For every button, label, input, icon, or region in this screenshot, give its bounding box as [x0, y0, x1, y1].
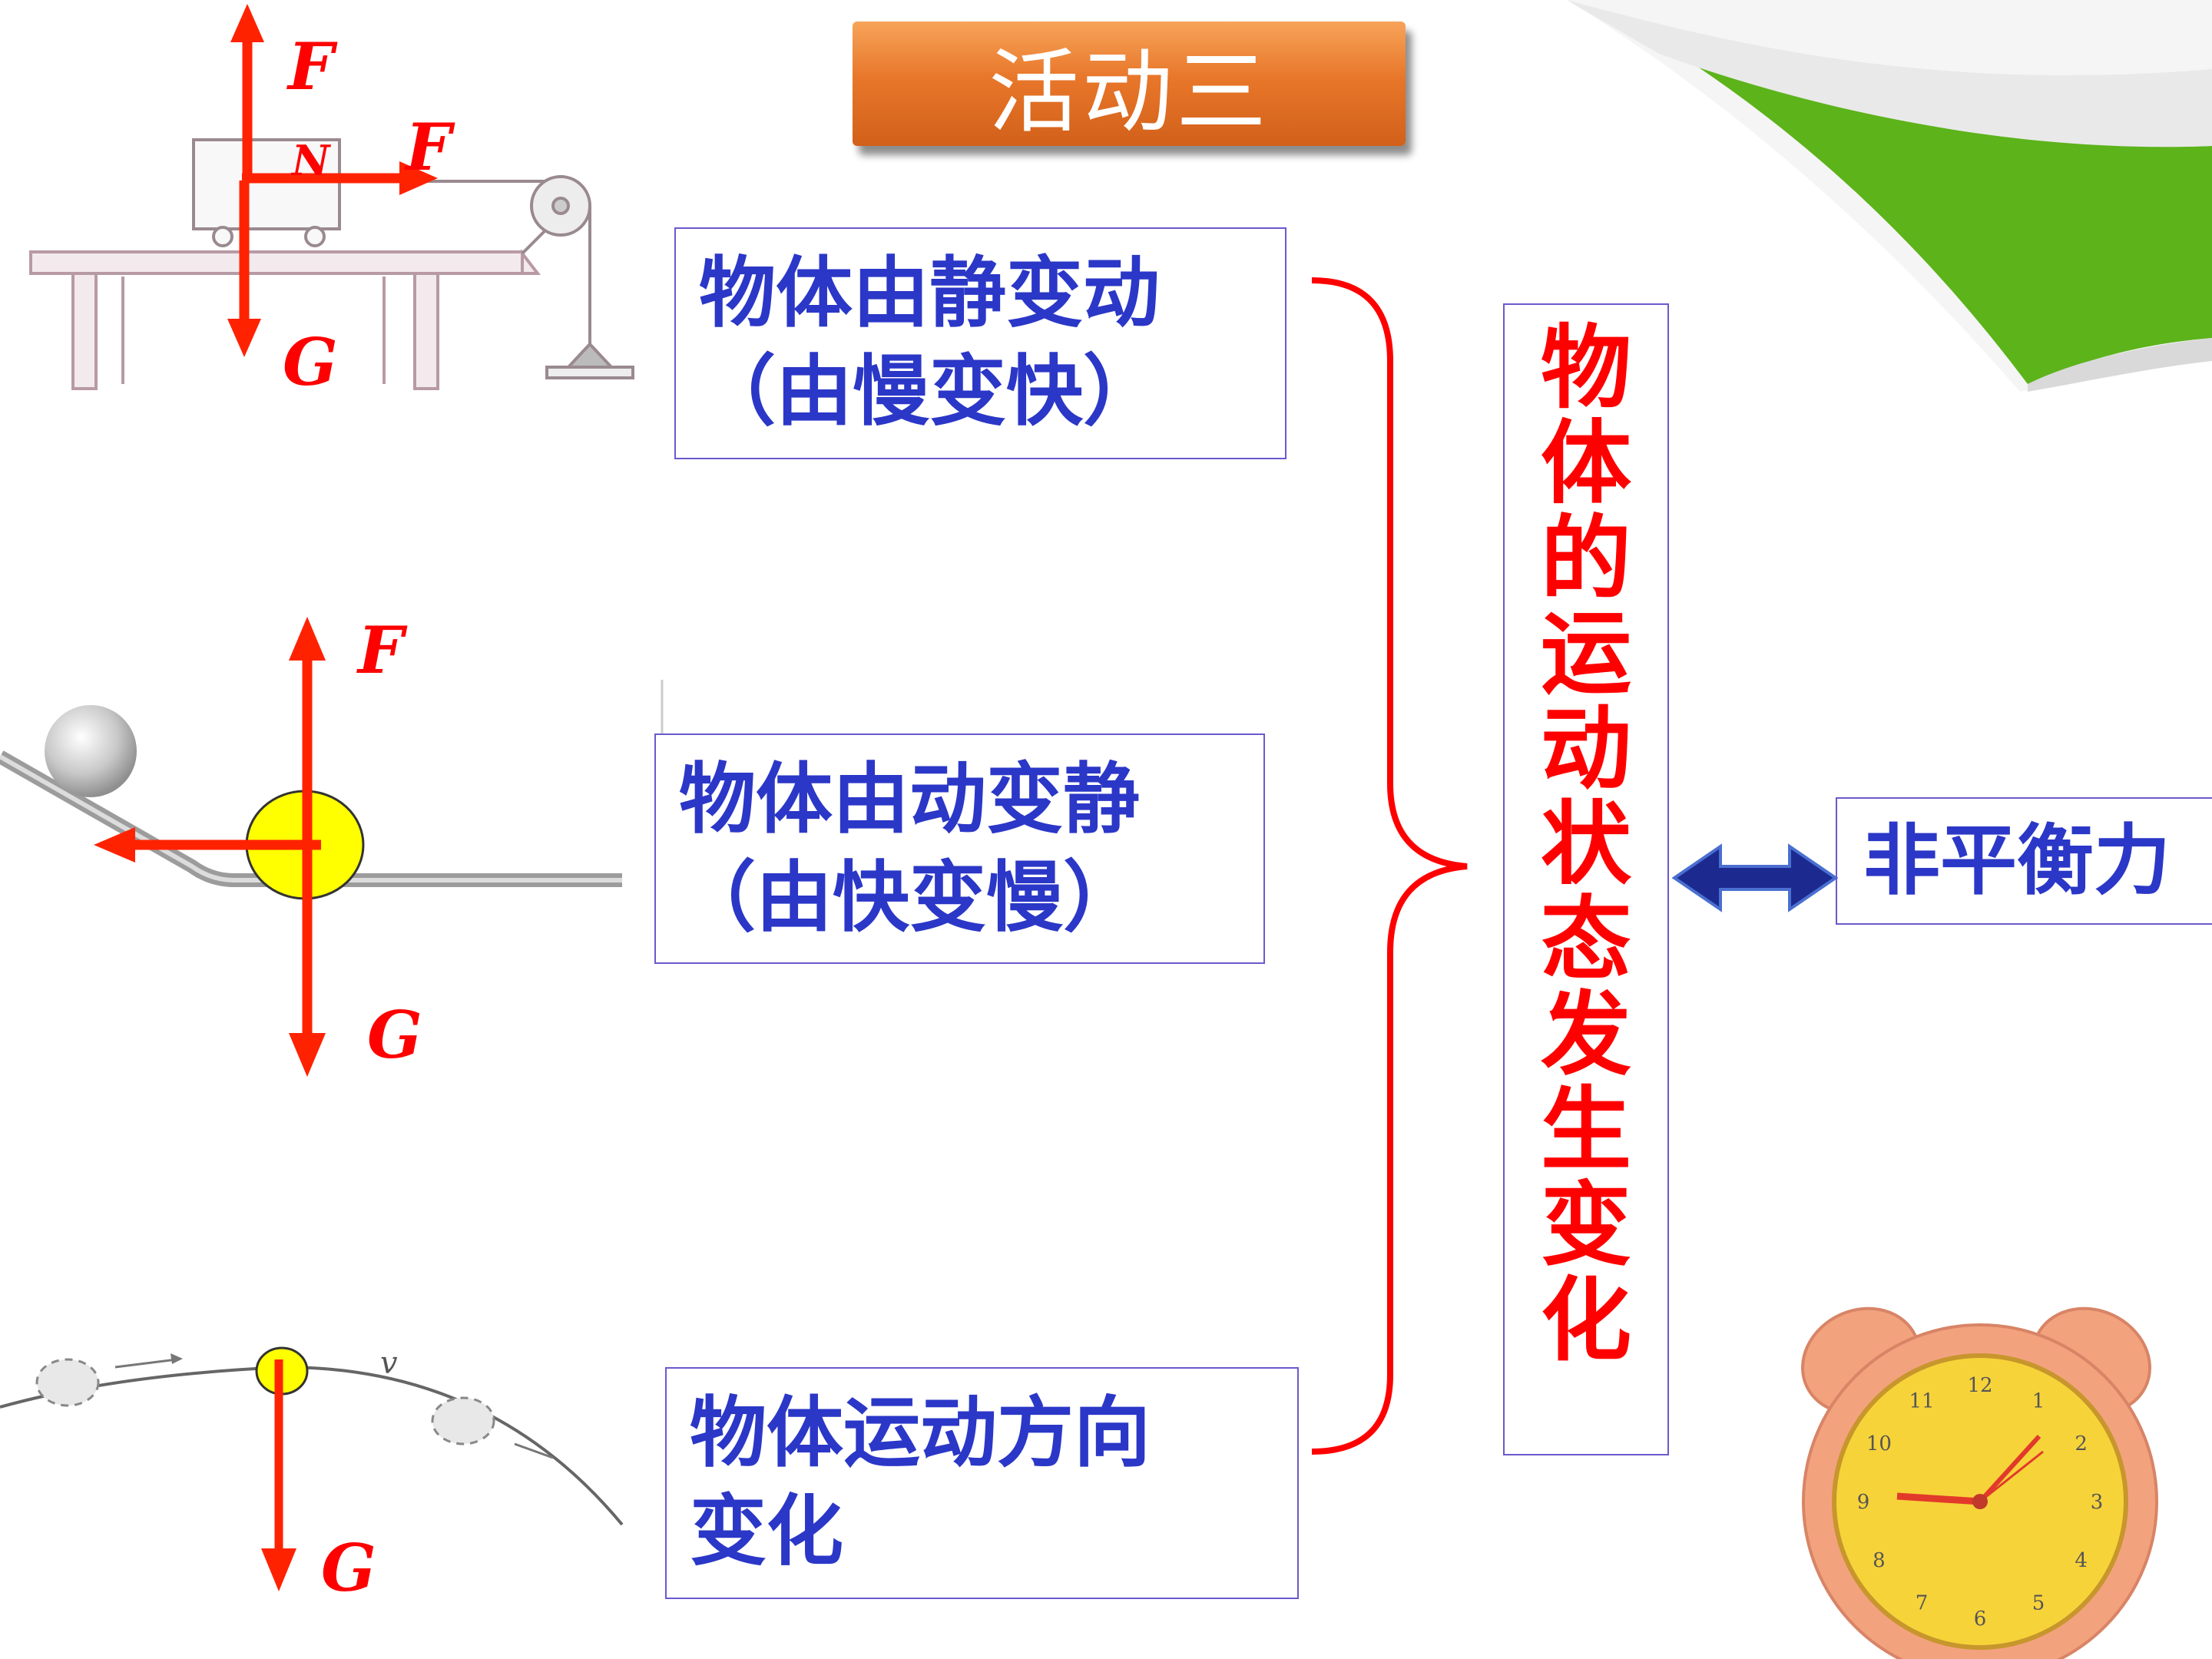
clock-number: 11: [1909, 1389, 1934, 1412]
clock-number: 9: [1857, 1491, 1870, 1514]
clock-number: 10: [1866, 1432, 1892, 1455]
clock-number: 3: [2091, 1491, 2104, 1514]
clock-number: 5: [2032, 1592, 2045, 1615]
clock-number: 7: [1916, 1592, 1929, 1615]
conclusion-char: 化: [1540, 1267, 1631, 1373]
conclusion-char: 变: [1540, 1172, 1631, 1278]
result-box: 非平衡力: [1836, 797, 2212, 925]
case-2-line-1: 物体由动变静: [679, 754, 1140, 844]
case-box-2: 物体由动变静 （由快变慢）: [654, 733, 1265, 964]
cart: [192, 138, 341, 247]
force-arrows: [227, 4, 438, 357]
clock-number: 8: [1873, 1549, 1886, 1572]
conclusion-char: 体: [1540, 410, 1631, 516]
conclusion-char: 物: [1540, 315, 1631, 421]
clock-number: 4: [2075, 1549, 2088, 1572]
case-3-line-1: 物体运动方向: [690, 1388, 1151, 1478]
velocity-label: v: [380, 1346, 398, 1381]
force-label-f-right: F: [406, 109, 452, 185]
conclusion-char: 发: [1540, 982, 1631, 1088]
conclusion-char: 动: [1540, 696, 1631, 802]
case-box-1: 物体由静变动 （由慢变快）: [674, 227, 1286, 459]
force-label-g-1: G: [283, 324, 338, 400]
force-label-f-up: F: [288, 28, 334, 104]
clock-number: 12: [1967, 1374, 1992, 1397]
case-box-3: 物体运动方向 变化: [665, 1367, 1299, 1599]
force-label-g-2: G: [367, 997, 422, 1073]
case-1-line-1: 物体由静变动: [699, 248, 1160, 338]
case-2-line-2: （由快变慢）: [679, 853, 1140, 942]
conclusion-char: 态: [1540, 886, 1631, 992]
force-label-n-subscript: N: [292, 136, 330, 185]
conclusion-char: 运: [1540, 601, 1631, 707]
clock-number: 6: [1974, 1608, 1987, 1631]
conclusion-char: 状: [1540, 791, 1631, 897]
conclusion-char: 的: [1540, 505, 1631, 611]
clock-number: 1: [2032, 1389, 2045, 1412]
force-label-g-3: G: [321, 1530, 376, 1606]
case-3-line-2: 变化: [690, 1486, 843, 1576]
clock-number: 2: [2075, 1432, 2088, 1455]
title-banner: 活动三: [853, 22, 1406, 146]
table: [29, 249, 541, 390]
force-label-f-2: F: [358, 612, 404, 688]
case-1-line-2: （由慢变快）: [699, 346, 1160, 436]
conclusion-box: 物 体 的 运 动 状 态 发 生 变 化: [1503, 303, 1669, 1455]
conclusion-char: 生: [1540, 1077, 1631, 1183]
